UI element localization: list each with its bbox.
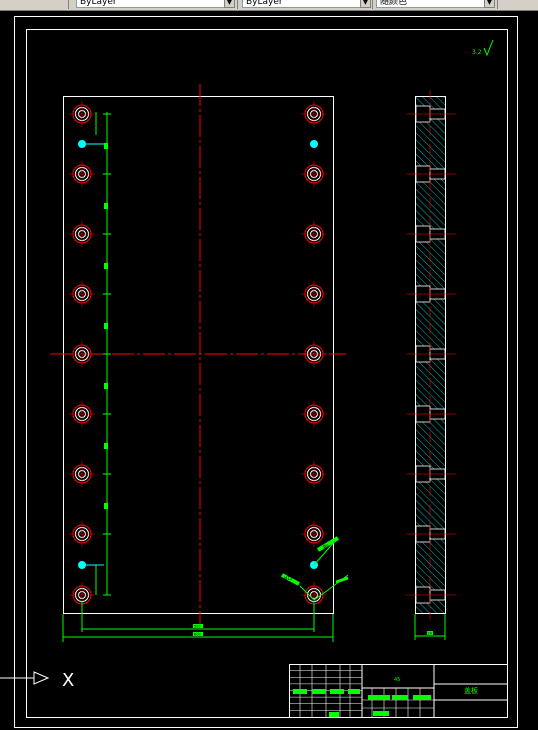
toolbar-separator (497, 0, 498, 9)
chevron-down-icon[interactable]: ▼ (224, 0, 235, 8)
sheet-inner-border (26, 29, 508, 718)
svg-text:20: 20 (428, 632, 432, 636)
chevron-down-icon[interactable]: ▼ (360, 0, 371, 8)
bolt-hole (69, 341, 95, 367)
properties-toolbar: ByLayer ▼ ByLayer ▼ 随颜色 ▼ (0, 0, 538, 11)
title-block: 45 盖板 (289, 664, 508, 718)
toolbar-separator (372, 0, 373, 9)
hole-callouts: Φ8 M12 (281, 536, 349, 601)
lineweight-select[interactable]: ByLayer (242, 0, 362, 8)
dimension-ticks (103, 113, 111, 596)
svg-text:3.2: 3.2 (472, 49, 482, 56)
bolt-hole (301, 401, 327, 427)
bolt-hole (301, 101, 327, 127)
bolt-hole (301, 161, 327, 187)
bolt-hole (69, 281, 95, 307)
drawing-canvas[interactable]: 3.2 Φ8 M12 520 (0, 11, 538, 730)
linetype-select[interactable]: ByLayer (76, 0, 226, 8)
ucs-icon: X (0, 670, 74, 691)
bolt-hole (69, 461, 95, 487)
bolt-hole (301, 521, 327, 547)
svg-text:M12: M12 (284, 576, 293, 581)
ucs-x-label: X (62, 670, 74, 691)
bolt-hole (301, 461, 327, 487)
bolt-hole (69, 101, 95, 127)
material-label: 45 (394, 677, 400, 683)
svg-text:Φ8: Φ8 (323, 544, 329, 549)
dowel-pin (78, 561, 104, 569)
svg-text:520: 520 (194, 625, 201, 629)
plate-outline (63, 96, 334, 614)
bolt-hole (69, 582, 95, 608)
sheet-outer-border (14, 16, 518, 728)
roughness-symbol: 3.2 (472, 39, 494, 57)
plotstyle-select[interactable]: 随颜色 (376, 0, 486, 8)
svg-text:600: 600 (194, 633, 201, 637)
bottom-dimensions: 520 600 (62, 602, 334, 642)
toolbar-separator (237, 0, 238, 9)
dowel-pin (78, 140, 104, 148)
toolbar-separator (68, 0, 69, 9)
bolt-hole (69, 521, 95, 547)
section-view: 20 (406, 90, 456, 640)
bolt-hole (69, 401, 95, 427)
dowel-pin (310, 140, 318, 148)
bolt-hole (69, 221, 95, 247)
bolt-hole (301, 341, 327, 367)
section-holes (406, 105, 456, 604)
bolt-holes (69, 101, 327, 608)
bolt-hole (69, 161, 95, 187)
part-name: 盖板 (464, 686, 478, 695)
bolt-hole (301, 281, 327, 307)
chevron-down-icon[interactable]: ▼ (484, 0, 495, 8)
bolt-hole (301, 221, 327, 247)
